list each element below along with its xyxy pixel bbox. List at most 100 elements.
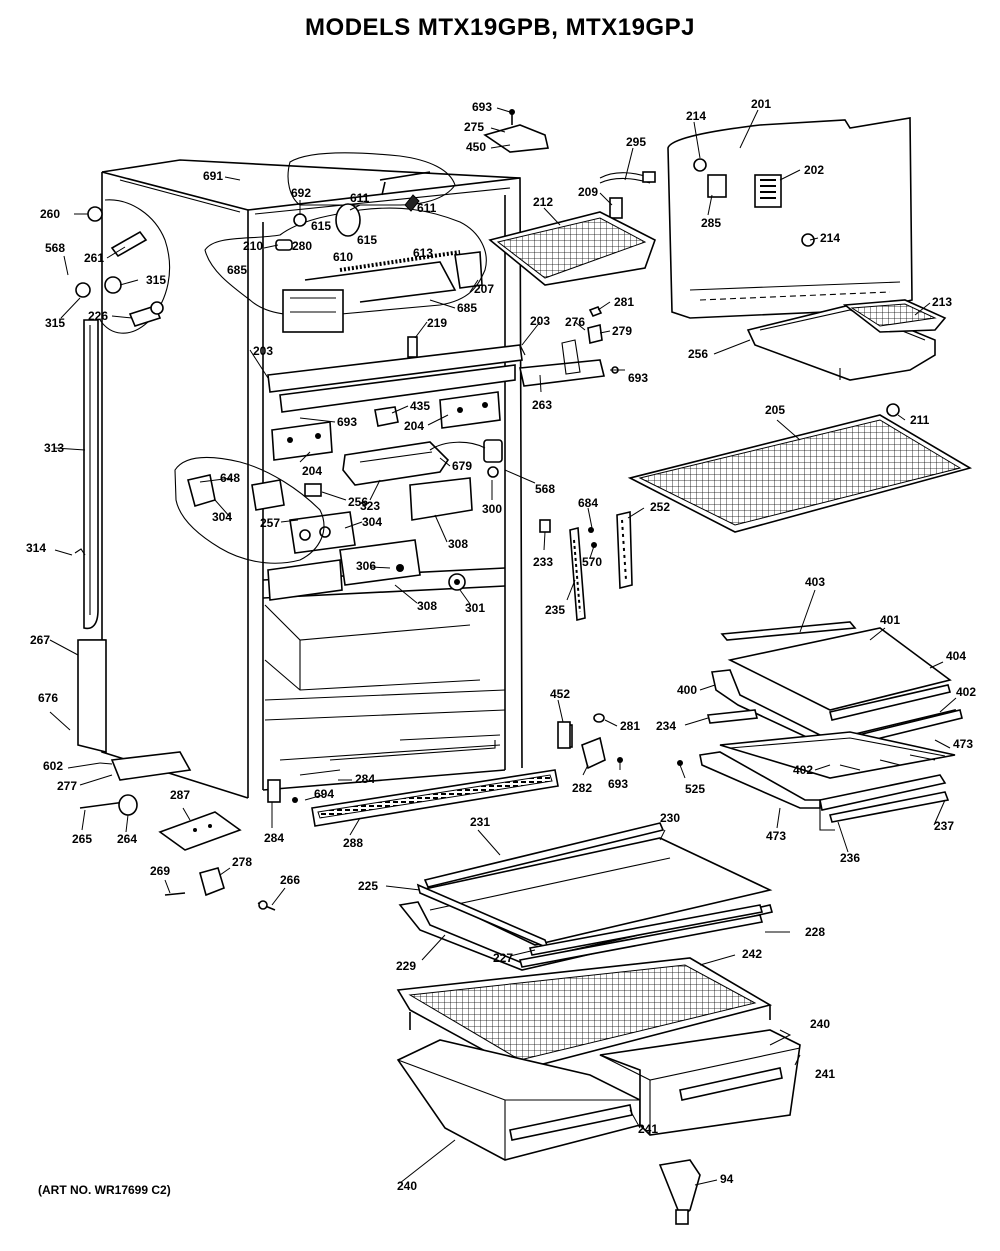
callout-615: 615 (311, 219, 331, 233)
callout-308: 308 (417, 599, 437, 613)
callout-240: 240 (397, 1179, 417, 1193)
callout-241: 241 (638, 1122, 658, 1136)
callout-204: 204 (302, 464, 322, 478)
callout-214: 214 (686, 109, 706, 123)
callout-257: 257 (260, 516, 280, 530)
callout-570: 570 (582, 555, 602, 569)
callout-692: 692 (291, 186, 311, 200)
callout-568: 568 (535, 482, 555, 496)
callout-264: 264 (117, 832, 137, 846)
callout-694: 694 (314, 787, 334, 801)
callout-287: 287 (170, 788, 190, 802)
callout-263: 263 (532, 398, 552, 412)
callout-304: 304 (212, 510, 232, 524)
callout-648: 648 (220, 471, 240, 485)
callout-201: 201 (751, 97, 771, 111)
callout-610: 610 (333, 250, 353, 264)
callout-94: 94 (720, 1172, 734, 1186)
callout-306: 306 (356, 559, 376, 573)
callout-280: 280 (292, 239, 312, 253)
callout-237: 237 (934, 819, 954, 833)
callout-260: 260 (40, 207, 60, 221)
callout-261: 261 (84, 251, 104, 265)
callout-210: 210 (243, 239, 263, 253)
callout-219: 219 (427, 316, 447, 330)
callout-242: 242 (742, 947, 762, 961)
callout-203: 203 (253, 344, 273, 358)
callout-693: 693 (337, 415, 357, 429)
callout-693: 693 (472, 100, 492, 114)
callout-226: 226 (88, 309, 108, 323)
callout-230: 230 (660, 811, 680, 825)
callout-204: 204 (404, 419, 424, 433)
callout-233: 233 (533, 555, 553, 569)
callout-685: 685 (457, 301, 477, 315)
callout-212: 212 (533, 195, 553, 209)
freezer-control-cutaway (204, 152, 487, 333)
callout-278: 278 (232, 855, 252, 869)
callout-267: 267 (30, 633, 50, 647)
callout-403: 403 (805, 575, 825, 589)
left-door-hardware (74, 199, 276, 911)
callout-473: 473 (766, 829, 786, 843)
callout-691: 691 (203, 169, 223, 183)
callout-279: 279 (612, 324, 632, 338)
shelf-rails (539, 511, 633, 622)
callout-693: 693 (608, 777, 628, 791)
callout-402: 402 (793, 763, 813, 777)
callout-301: 301 (465, 601, 485, 615)
callout-225: 225 (358, 879, 378, 893)
callout-265: 265 (72, 832, 92, 846)
callout-228: 228 (805, 925, 825, 939)
callout-256: 256 (688, 347, 708, 361)
callout-452: 452 (550, 687, 570, 701)
callout-288: 288 (343, 836, 363, 850)
hinge-cover (557, 713, 623, 770)
callout-676: 676 (38, 691, 58, 705)
callout-256: 256 (348, 495, 368, 509)
callout-611: 611 (350, 191, 370, 205)
callout-231: 231 (470, 815, 490, 829)
callout-315: 315 (45, 316, 65, 330)
callout-282: 282 (572, 781, 592, 795)
callout-525: 525 (685, 782, 705, 796)
callout-308: 308 (448, 537, 468, 551)
callout-685: 685 (227, 263, 247, 277)
callout-404: 404 (946, 649, 966, 663)
callout-615: 615 (357, 233, 377, 247)
callout-275: 275 (464, 120, 484, 134)
callout-401: 401 (880, 613, 900, 627)
callout-450: 450 (466, 140, 486, 154)
callout-276: 276 (565, 315, 585, 329)
callout-568: 568 (45, 241, 65, 255)
callout-602: 602 (43, 759, 63, 773)
callout-214: 214 (820, 231, 840, 245)
callout-435: 435 (410, 399, 430, 413)
callout-400: 400 (677, 683, 697, 697)
callout-684: 684 (578, 496, 598, 510)
callout-323: 323 (360, 499, 380, 513)
callout-235: 235 (545, 603, 565, 617)
callout-269: 269 (150, 864, 170, 878)
adjustable-shelves (677, 621, 963, 831)
callout-209: 209 (578, 185, 598, 199)
callout-281: 281 (614, 295, 634, 309)
callout-284: 284 (355, 772, 375, 786)
mullion-assembly (267, 336, 605, 413)
callout-285: 285 (701, 216, 721, 230)
callout-613: 613 (413, 246, 433, 260)
art-number-note: (ART NO. WR17699 C2) (38, 1183, 171, 1197)
callout-281: 281 (620, 719, 640, 733)
callout-315: 315 (146, 273, 166, 287)
callout-313: 313 (44, 441, 64, 455)
fresh-food-controls (174, 391, 503, 601)
callout-693: 693 (628, 371, 648, 385)
callout-300: 300 (482, 502, 502, 516)
callout-227: 227 (493, 951, 513, 965)
callout-241: 241 (815, 1067, 835, 1081)
callout-207: 207 (474, 282, 494, 296)
freezer-wire-shelf (627, 403, 973, 533)
callout-205: 205 (765, 403, 785, 417)
callout-211: 211 (910, 413, 930, 427)
